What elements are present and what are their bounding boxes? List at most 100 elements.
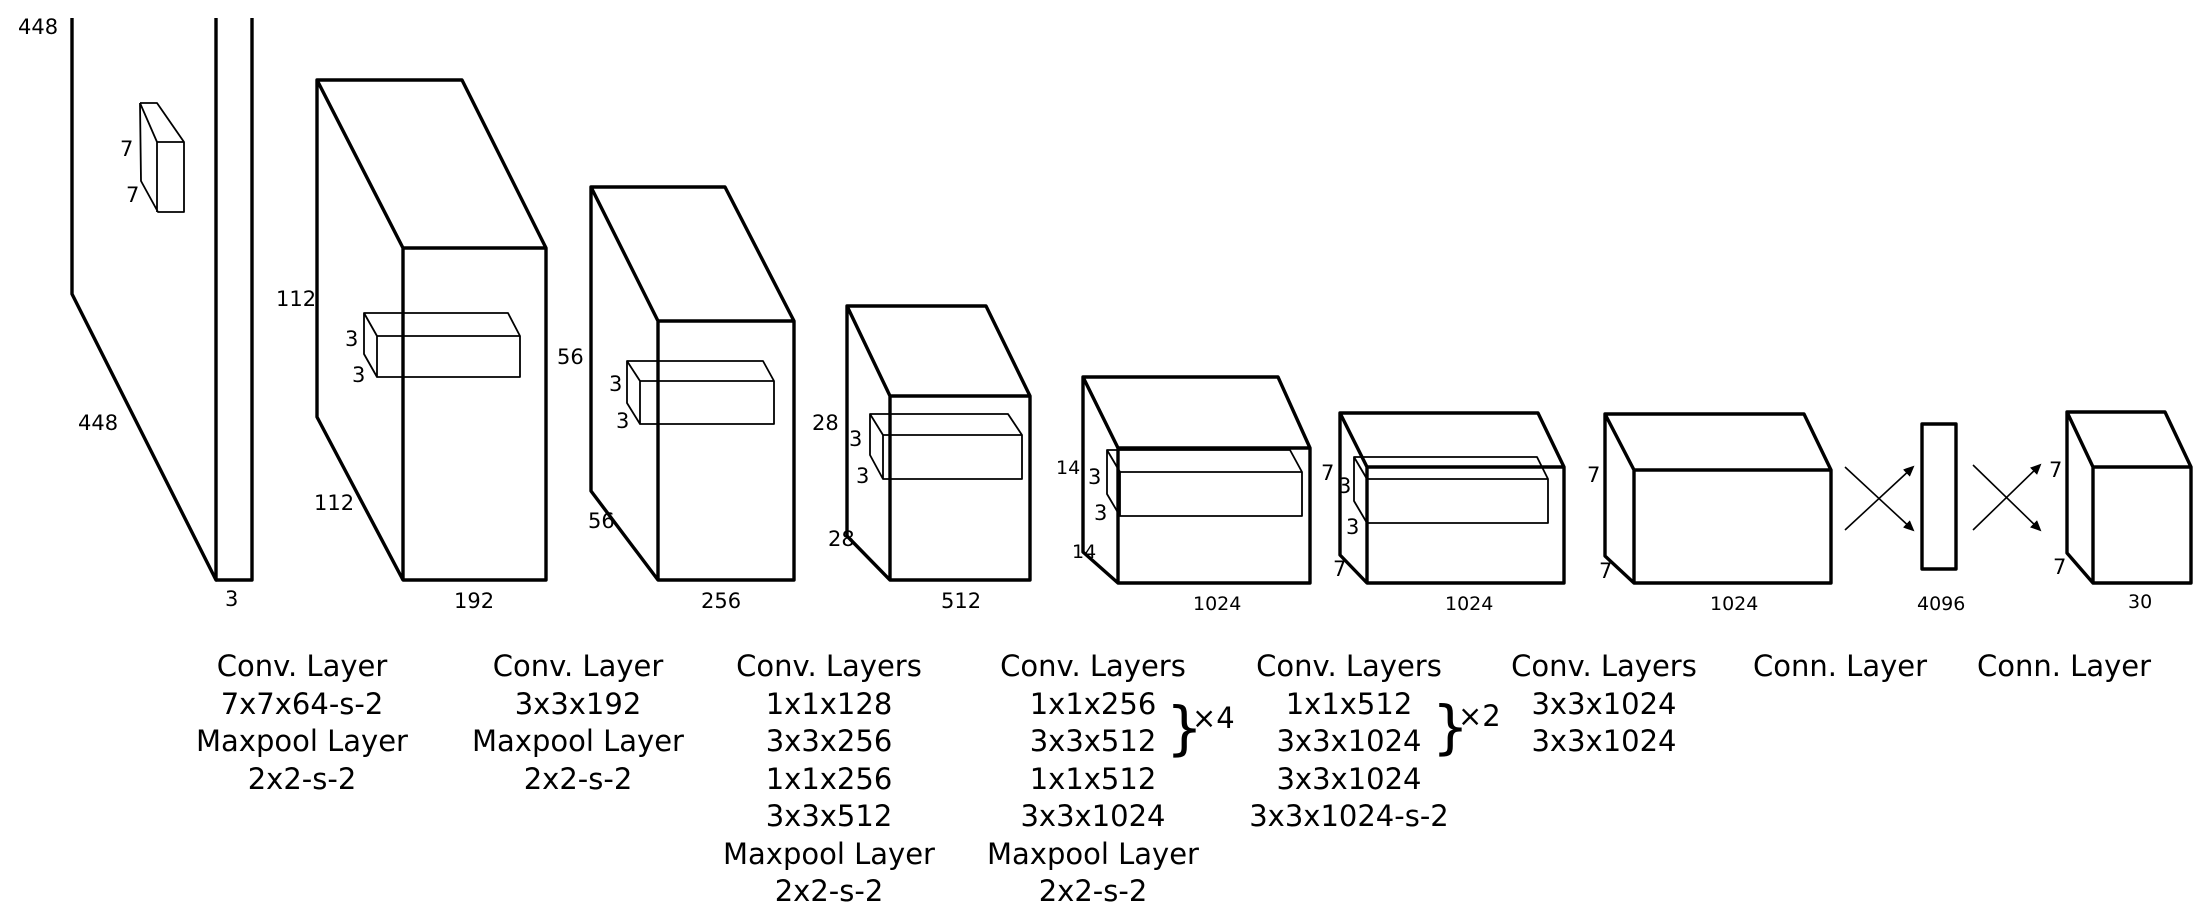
caption-line: 1x1x256 [1030,687,1157,721]
caption-line: Conv. Layers [1000,649,1186,683]
block-fc1-input: 7 7 1024 [1587,412,1833,615]
caption-conv2: Conv. Layer 3x3x192 Maxpool Layer 2x2-s-… [472,649,684,796]
caption-line: 1x1x512 [1030,762,1157,796]
dim-fc1-input-width: 7 [1599,559,1612,583]
caption-line: Conv. Layer [493,649,664,683]
caption-line: 2x2-s-2 [775,874,884,908]
kernel-3x3 [1353,456,1549,524]
block-output: 7 7 30 [2049,410,2193,613]
kernel-3x3 [626,360,775,425]
caption-line: Conv. Layers [1511,649,1697,683]
caption-input: Conv. Layer 7x7x64-s-2 Maxpool Layer 2x2… [196,649,408,796]
caption-line: 3x3x1024 [1531,724,1676,758]
kernel-conv4-w: 3 [856,464,869,488]
dim-output-width: 7 [2053,555,2066,579]
caption-line: 2x2-s-2 [524,762,633,796]
repeat-count: ×2 [1458,699,1501,733]
caption-line: 1x1x128 [766,687,893,721]
kernel-3x3 [363,312,521,378]
caption-line: Conv. Layers [736,649,922,683]
caption-fc1: Conn. Layer [1977,649,2151,683]
kernel-conv2-w: 3 [352,363,365,387]
dim-input-depth: 3 [225,587,238,611]
dim-conv4-height: 28 [812,411,839,435]
caption-line: 3x3x192 [515,687,642,721]
caption-line: Conn. Layer [1977,649,2151,683]
kernel-conv2-h: 3 [345,327,358,351]
caption-line: 3x3x1024 [1531,687,1676,721]
kernel-3x3 [869,413,1023,480]
caption-conv3: Conv. Layers 1x1x128 3x3x256 1x1x256 3x3… [723,649,935,908]
caption-line: 7x7x64-s-2 [221,687,384,721]
dim-conv4-width: 28 [828,527,855,551]
caption-line: 3x3x1024-s-2 [1249,799,1449,833]
caption-line: Maxpool Layer [723,837,935,871]
caption-conv5: Conv. Layers 1x1x512 3x3x1024 3x3x1024 3… [1249,649,1449,833]
caption-line: Conn. Layer [1753,649,1927,683]
dim-fc1-input-depth: 1024 [1710,593,1758,615]
repeat-brace: } [1166,694,1203,762]
caption-line: 3x3x1024 [1276,724,1421,758]
block-conv3: 56 56 256 3 3 [557,185,796,613]
dim-conv3-width: 56 [588,509,615,533]
full-connection-arrows-1 [1844,465,1915,532]
caption-line: Conv. Layers [1256,649,1442,683]
block-conv2: 112 112 192 3 3 [276,78,548,613]
kernel-7x7 [139,102,185,213]
repeat-group-conv4: } ×4 [1166,694,1235,762]
caption-line: 1x1x512 [1286,687,1413,721]
dim-conv6-height: 7 [1321,461,1334,485]
dim-fc1-depth: 4096 [1917,593,1965,615]
block-conv4: 28 28 512 3 3 [812,304,1032,613]
dim-conv4-depth: 512 [941,589,981,613]
caption-line: 2x2-s-2 [1039,874,1148,908]
kernel-input-h: 7 [120,137,133,161]
caption-line: Conv. Layer [217,649,388,683]
dim-conv2-depth: 192 [454,589,494,613]
dim-conv5-depth: 1024 [1193,593,1241,615]
kernel-conv4-h: 3 [849,427,862,451]
kernel-input-w: 7 [126,183,139,207]
kernel-conv5-w: 3 [1094,501,1107,525]
caption-line: 2x2-s-2 [248,762,357,796]
repeat-group-conv5: } ×2 [1432,693,1501,761]
caption-line: Maxpool Layer [196,724,408,758]
caption-conv6: Conv. Layers 3x3x1024 3x3x1024 [1511,649,1697,758]
caption-line: Maxpool Layer [987,837,1199,871]
kernel-conv5-h: 3 [1088,465,1101,489]
block-fc1: 4096 [1917,422,1965,615]
kernel-conv6-w: 3 [1346,515,1359,539]
block-conv5: 14 14 1024 3 3 [1056,375,1312,615]
caption-line: 3x3x1024 [1020,799,1165,833]
dim-input-width: 448 [78,411,118,435]
dim-conv6-depth: 1024 [1445,593,1493,615]
caption-line: 3x3x512 [766,799,893,833]
caption-fc1-input: Conn. Layer [1753,649,1927,683]
dim-conv3-height: 56 [557,345,584,369]
caption-line: 3x3x256 [766,724,893,758]
dim-conv2-width: 112 [314,491,354,515]
kernel-conv6-h: 3 [1338,474,1351,498]
caption-line: 1x1x256 [766,762,893,796]
dim-output-height: 7 [2049,458,2062,482]
dim-conv5-height: 14 [1056,457,1080,479]
dim-conv3-depth: 256 [701,589,741,613]
dim-output-depth: 30 [2128,591,2152,613]
block-conv6: 7 7 1024 3 3 [1321,411,1566,615]
dim-conv2-height: 112 [276,287,316,311]
kernel-conv3-h: 3 [609,372,622,396]
caption-conv4: Conv. Layers 1x1x256 3x3x512 1x1x512 3x3… [987,649,1199,908]
repeat-count: ×4 [1192,701,1235,735]
kernel-3x3 [1106,449,1303,517]
dim-conv6-width: 7 [1333,557,1346,581]
caption-line: 3x3x1024 [1276,762,1421,796]
repeat-brace: } [1432,693,1469,761]
full-connection-arrows-2 [1972,463,2042,532]
dim-input-height: 448 [18,15,58,39]
dim-fc1-input-height: 7 [1587,463,1600,487]
caption-line: 3x3x512 [1030,724,1157,758]
kernel-conv3-w: 3 [616,409,629,433]
dim-conv5-width: 14 [1072,541,1096,563]
block-input: 448 448 3 7 7 [18,15,254,611]
